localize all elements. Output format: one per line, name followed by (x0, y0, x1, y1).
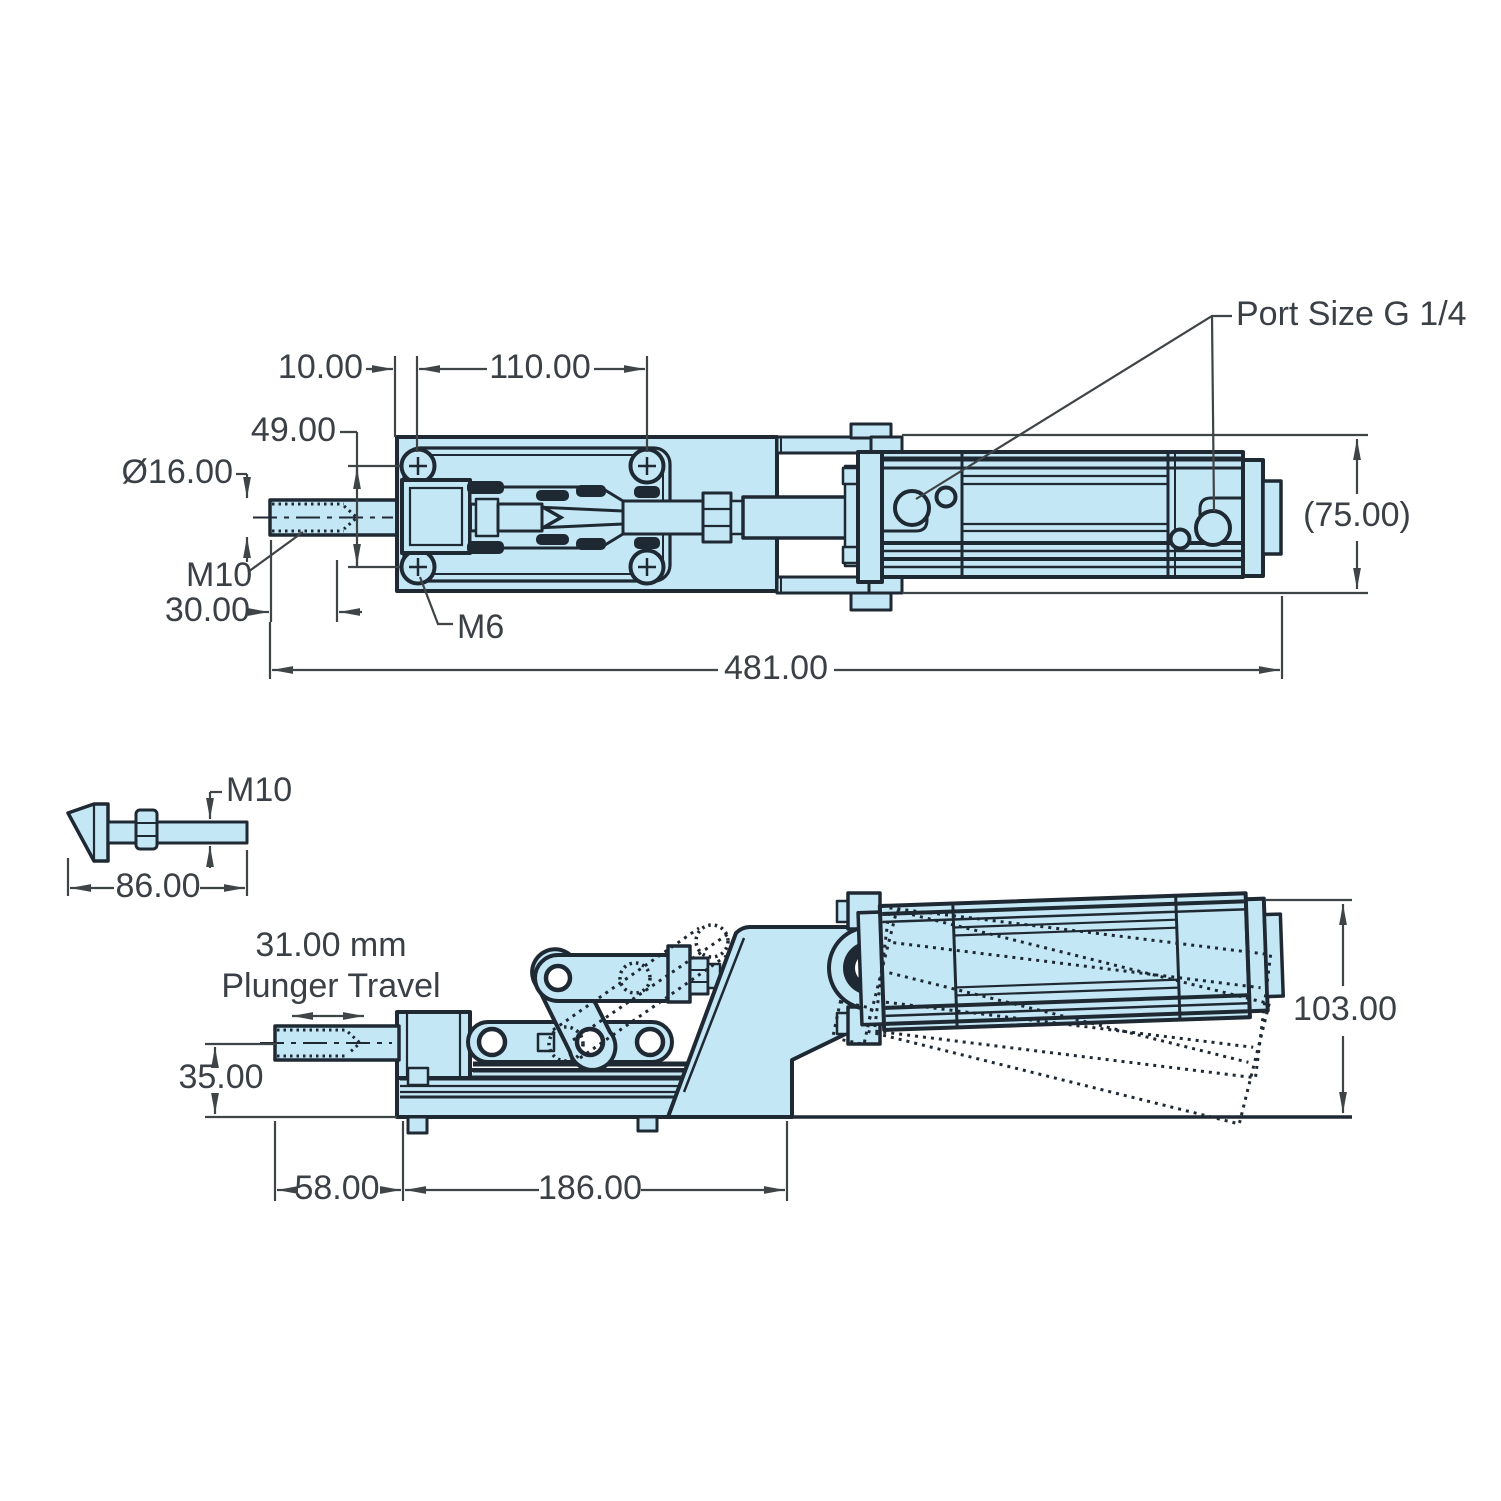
toggle-linkage-side (466, 944, 722, 1073)
air-port-right (1194, 509, 1232, 547)
spindle-shaft (106, 820, 249, 845)
cylinder-side (856, 891, 1285, 1032)
dim-base-length: 186.00 (538, 1169, 642, 1207)
top-view: 10.00 110.00 49.00 Ø16.00 M10 30.00 M6 (121, 295, 1466, 687)
dim-thread-length: 30.00 (165, 591, 250, 629)
spindle-dimensions: M10 86.00 (66, 771, 292, 905)
label-travel-value: 31.00 mm (255, 926, 406, 964)
label-plunger-thread: M10 (186, 556, 252, 594)
toggle-mechanism-top (400, 478, 849, 555)
label-port-size: Port Size G 1/4 (1236, 295, 1467, 333)
dim-screw-spacing: 110.00 (489, 348, 590, 386)
dim-front-overhang: 58.00 (294, 1169, 379, 1207)
dim-open-height: 103.00 (1293, 990, 1397, 1028)
dim-overall-length: 481.00 (724, 649, 828, 687)
spindle-nut (134, 808, 159, 851)
label-spindle-thread: M10 (226, 771, 292, 809)
spindle-head (66, 802, 110, 863)
air-port-left (893, 489, 931, 527)
phantom-positions (547, 906, 1273, 1126)
cylinder-mount-top (775, 422, 904, 612)
top-view-dimensions: 10.00 110.00 49.00 Ø16.00 M10 30.00 M6 (121, 295, 1466, 687)
cylinder-top (880, 450, 1283, 579)
mount-screws (399, 447, 666, 586)
dim-screw-row-spacing: 49.00 (251, 411, 336, 449)
base-foot (406, 1115, 429, 1135)
dim-body-height-ref: (75.00) (1303, 496, 1411, 534)
dim-plate-edge-to-screw: 10.00 (278, 348, 363, 386)
spindle-detail: M10 86.00 (66, 771, 292, 905)
side-view: 31.00 mm Plunger Travel 35.00 58.00 186.… (178, 891, 1397, 1207)
label-travel-caption: Plunger Travel (221, 967, 440, 1005)
dim-spindle-length: 86.00 (115, 867, 200, 905)
plunger-rod-top (268, 498, 402, 537)
base-foot (636, 1115, 659, 1133)
dim-centerline-height: 35.00 (178, 1058, 263, 1096)
side-view-dimensions: 31.00 mm Plunger Travel 35.00 58.00 186.… (178, 898, 1397, 1207)
label-mount-screw-thread: M6 (457, 608, 504, 646)
dim-plunger-diameter: Ø16.00 (121, 453, 233, 491)
